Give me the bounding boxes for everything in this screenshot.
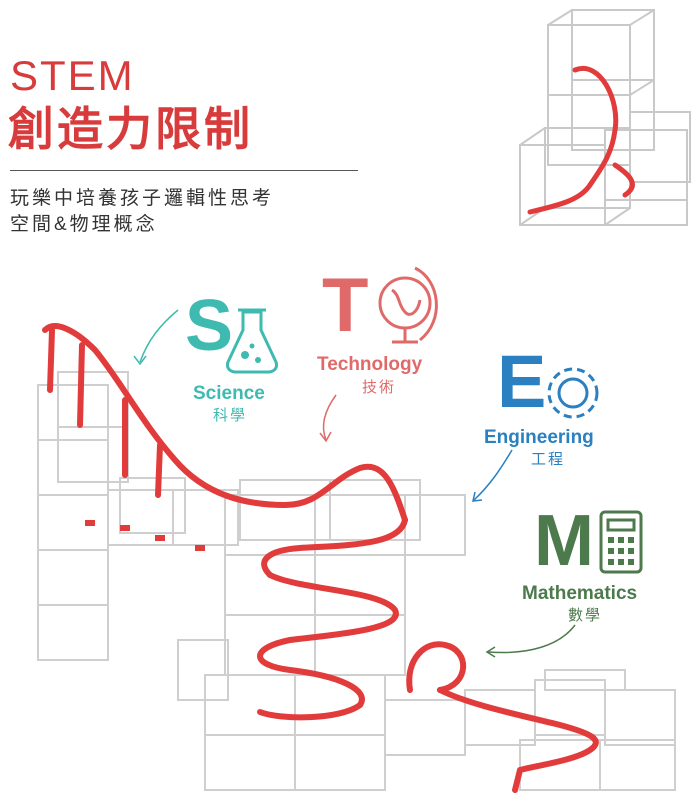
science-letter: S — [185, 286, 234, 366]
technology-label-en: Technology — [317, 354, 423, 375]
track-connectors — [85, 520, 205, 551]
engineering-arrow — [473, 449, 513, 501]
divider — [10, 170, 358, 171]
technology-letter: T — [322, 263, 369, 348]
description-line-1: 玩樂中培養孩子邏輯性思考 — [10, 188, 275, 209]
description: 玩樂中培養孩子邏輯性思考 空間&物理概念 — [10, 186, 274, 238]
science-arrow — [139, 309, 179, 363]
page-title: STEM — [10, 52, 135, 99]
mathematics-arrow — [487, 624, 576, 654]
large-track — [42, 323, 599, 793]
description-line-2: 空間&物理概念 — [10, 214, 158, 235]
science-label-en: Science — [193, 383, 265, 404]
engineering-label-en: Engineering — [484, 427, 594, 448]
small-cube-frame — [519, 9, 691, 226]
engineering-label-zh: 工程 — [531, 451, 566, 468]
mathematics-label-zh: 數學 — [568, 607, 603, 624]
page-subtitle: 創造力限制 — [8, 103, 253, 155]
small-track — [527, 65, 635, 215]
technology-arrow — [322, 394, 337, 441]
technology-label-zh: 技術 — [362, 379, 397, 396]
science-label-zh: 科學 — [213, 407, 248, 424]
engineering-letter: E — [497, 340, 547, 423]
mathematics-letter: M — [534, 501, 594, 581]
mathematics-label-en: Mathematics — [522, 583, 638, 604]
